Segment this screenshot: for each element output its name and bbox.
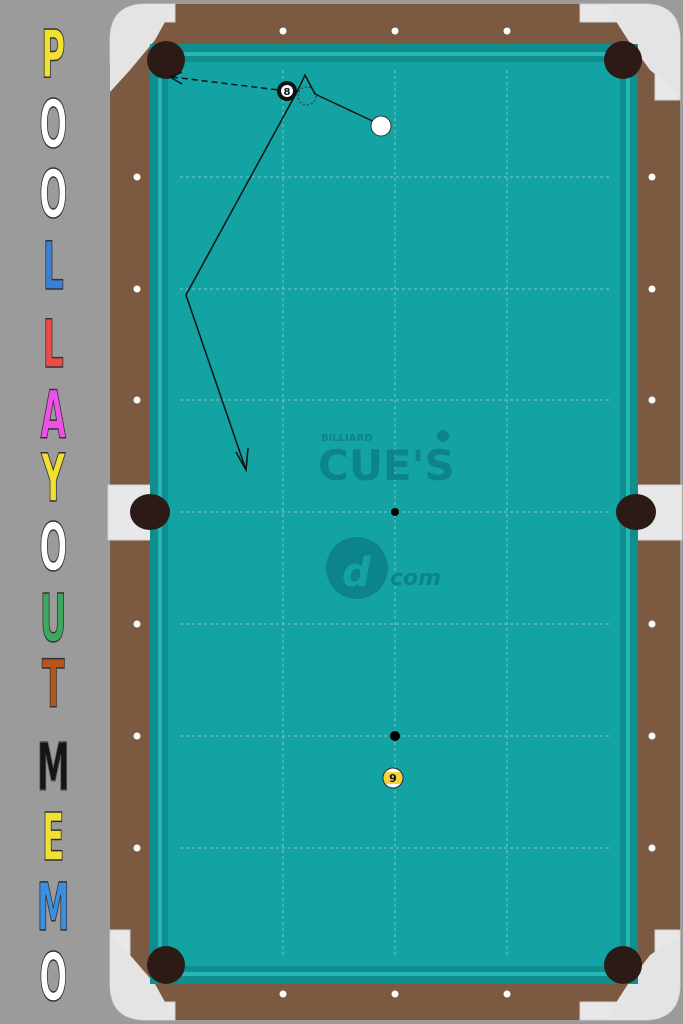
title-letter: U [39, 580, 67, 657]
title-letter: P [41, 16, 66, 93]
title-letter: M [36, 869, 70, 946]
rail-diamonds [133, 27, 656, 998]
title-letter: A [40, 377, 67, 454]
cues-logo: BILLIARD CUE'S d com [318, 430, 455, 599]
nine-ball[interactable]: 9 [382, 767, 404, 789]
title-letter: Y [41, 440, 66, 517]
ghost-ball [297, 86, 317, 106]
shot-path [168, 71, 382, 473]
title-letter: O [39, 509, 68, 586]
logo-main-text: CUE'S [318, 441, 455, 490]
eight-ball-label: 8 [284, 87, 291, 98]
cue-ball-path [185, 73, 316, 471]
title-letter: T [41, 646, 65, 723]
cue-ball[interactable] [370, 115, 392, 137]
foot-spot [390, 731, 400, 741]
title-letter: M [36, 729, 70, 806]
pocket-middle-right [616, 494, 656, 530]
pocket-top-right [604, 41, 642, 79]
title-letter: L [42, 228, 64, 305]
title-letter: L [42, 306, 64, 383]
eight-ball[interactable]: 8 [277, 81, 297, 101]
title-letter: O [39, 156, 68, 233]
logo-small-text: BILLIARD [321, 433, 373, 444]
pocket-bottom-left [147, 946, 185, 984]
cue-ball-line [314, 93, 382, 126]
pocket-bottom-right [604, 946, 642, 984]
object-path-arrowhead [168, 71, 183, 85]
pockets [130, 41, 656, 984]
logo-com-text: com [390, 566, 441, 591]
title-letter: E [41, 799, 65, 876]
pocket-middle-left [130, 494, 170, 530]
cue-path-arrowhead [235, 447, 249, 473]
pocket-top-left [147, 41, 185, 79]
center-spot [391, 508, 399, 516]
logo-d-letter: d [342, 550, 371, 596]
title-letter: O [39, 939, 68, 1016]
nine-ball-label: 9 [389, 772, 397, 785]
title-letter: O [39, 86, 68, 163]
